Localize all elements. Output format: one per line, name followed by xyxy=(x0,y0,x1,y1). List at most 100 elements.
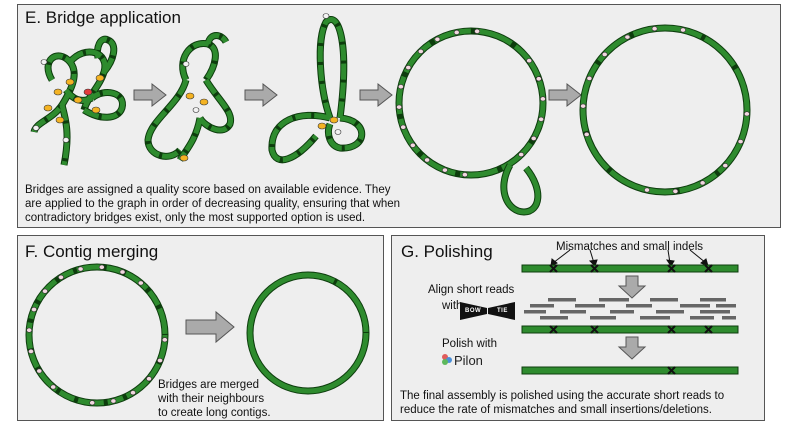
bridge-bead xyxy=(474,28,480,34)
panel-g-caption: The final assembly is polished using the… xyxy=(400,389,760,417)
assembly-graph-step-4 xyxy=(395,27,547,216)
bridge-bead xyxy=(89,400,96,406)
bridge-bead xyxy=(98,264,105,270)
panel-f-caption-line-3: to create long contigs. xyxy=(158,407,271,419)
bridge-bead xyxy=(26,327,33,333)
short-read xyxy=(680,304,710,308)
panel-bridge-application: E. Bridge application Bridges are assign… xyxy=(17,4,781,228)
short-read xyxy=(575,304,605,308)
block-arrow-down-icon xyxy=(617,336,647,360)
short-read xyxy=(690,316,714,320)
panel-e-caption: Bridges are assigned a quality score bas… xyxy=(25,183,445,225)
bridge-bead xyxy=(31,306,37,312)
align-label-line2: with xyxy=(442,300,463,312)
bridge-bead xyxy=(396,104,402,110)
bridge-bead xyxy=(28,348,34,354)
align-label-line1: Align short reads xyxy=(428,284,515,296)
short-read xyxy=(610,310,634,314)
short-read xyxy=(530,304,554,308)
bridge-bead xyxy=(42,288,48,294)
bridge-bead xyxy=(146,376,152,382)
block-arrow-right-icon xyxy=(359,83,393,107)
bridge-bead xyxy=(36,368,43,374)
bridge-bead xyxy=(526,58,533,64)
assembly-graph-complete xyxy=(579,24,751,196)
bridge-bead xyxy=(744,111,750,117)
bridge-bead xyxy=(583,131,590,137)
block-arrow-right-icon xyxy=(244,83,278,107)
bridge-bead xyxy=(50,384,57,390)
panel-f-caption-line-1: Bridges are merged xyxy=(158,379,259,391)
bridge-bead xyxy=(119,269,126,275)
bridge-bead xyxy=(535,76,542,82)
bridge-beads xyxy=(26,26,750,406)
short-read xyxy=(656,310,684,314)
short-read xyxy=(700,298,726,302)
assembly-graph-tangled xyxy=(30,35,126,166)
bridge-bead xyxy=(409,142,416,148)
bridge-bead xyxy=(441,167,448,173)
bridge-bead xyxy=(157,357,163,363)
mismatch-label: Mismatches and small indels xyxy=(556,241,704,253)
bridge-bead xyxy=(540,96,546,102)
bridge-bead xyxy=(580,103,586,109)
short-read xyxy=(626,304,652,308)
bridge-bead xyxy=(400,124,407,130)
panel-e-caption-line-1: Bridges are assigned a quality score bas… xyxy=(25,184,391,196)
bridge-bead xyxy=(737,139,744,145)
bridge-bead xyxy=(586,75,593,81)
bridge-bead xyxy=(130,390,136,396)
mismatch-pointer-arrows xyxy=(550,249,709,267)
assembly-graph-step-2 xyxy=(144,32,235,162)
bridge-bead xyxy=(161,337,168,343)
bridge-bead xyxy=(453,29,460,35)
block-arrow-right-icon xyxy=(185,310,235,344)
pilon-label: Pilon xyxy=(454,353,483,368)
short-read xyxy=(560,310,586,314)
bowtie-right-text: TIE xyxy=(497,308,508,314)
panel-f-caption-line-2: with their neighbours xyxy=(158,393,265,405)
bridge-bead xyxy=(518,152,525,158)
assembly-graph-step-3 xyxy=(268,13,366,164)
panel-e-title: E. Bridge application xyxy=(25,8,181,27)
bridge-bead xyxy=(434,36,441,42)
bridge-bead xyxy=(624,34,631,40)
bridge-bead xyxy=(699,180,706,186)
bridge-bead xyxy=(651,26,658,32)
contig-graph-before-merge xyxy=(25,263,169,407)
panel-g-caption-line-2: reduce the rate of mismatches and small … xyxy=(400,404,712,416)
short-read xyxy=(524,310,546,314)
reference-bar-top xyxy=(521,264,739,273)
bridge-bead xyxy=(461,172,468,178)
panel-g-caption-line-1: The final assembly is polished using the… xyxy=(400,390,725,402)
bridge-bead xyxy=(58,274,64,280)
bridge-bead xyxy=(680,27,686,33)
x-mark-icon xyxy=(549,325,713,334)
block-arrow-right-icon xyxy=(133,83,167,107)
block-arrow-right-icon xyxy=(548,83,582,107)
bridge-bead xyxy=(397,84,404,90)
pilon-logo-icon xyxy=(442,354,452,365)
panel-g-title: G. Polishing xyxy=(401,242,493,261)
bridge-bead xyxy=(137,280,144,286)
x-mark-icon xyxy=(549,264,713,273)
block-arrow-down-icon xyxy=(617,275,647,299)
bridge-bead xyxy=(672,188,679,194)
short-read xyxy=(548,298,576,302)
reference-bar-aligned xyxy=(521,325,739,334)
panel-e-caption-line-3: contradictory bridges exist, only the mo… xyxy=(25,212,366,224)
short-read xyxy=(650,298,678,302)
short-read xyxy=(640,316,670,320)
short-read xyxy=(540,316,568,320)
bridge-bead xyxy=(601,51,608,57)
bridge-bead xyxy=(405,65,412,71)
panel-e-caption-line-2: are applied to the graph in order of dec… xyxy=(25,198,401,210)
polish-label: Polish with xyxy=(442,338,497,350)
bridge-bead xyxy=(644,187,650,193)
bridge-bead xyxy=(722,163,729,169)
bowtie-left-text: BOW xyxy=(465,308,482,314)
short-reads-pile xyxy=(524,298,736,320)
short-read xyxy=(599,298,629,302)
x-mark-icon xyxy=(667,366,676,375)
